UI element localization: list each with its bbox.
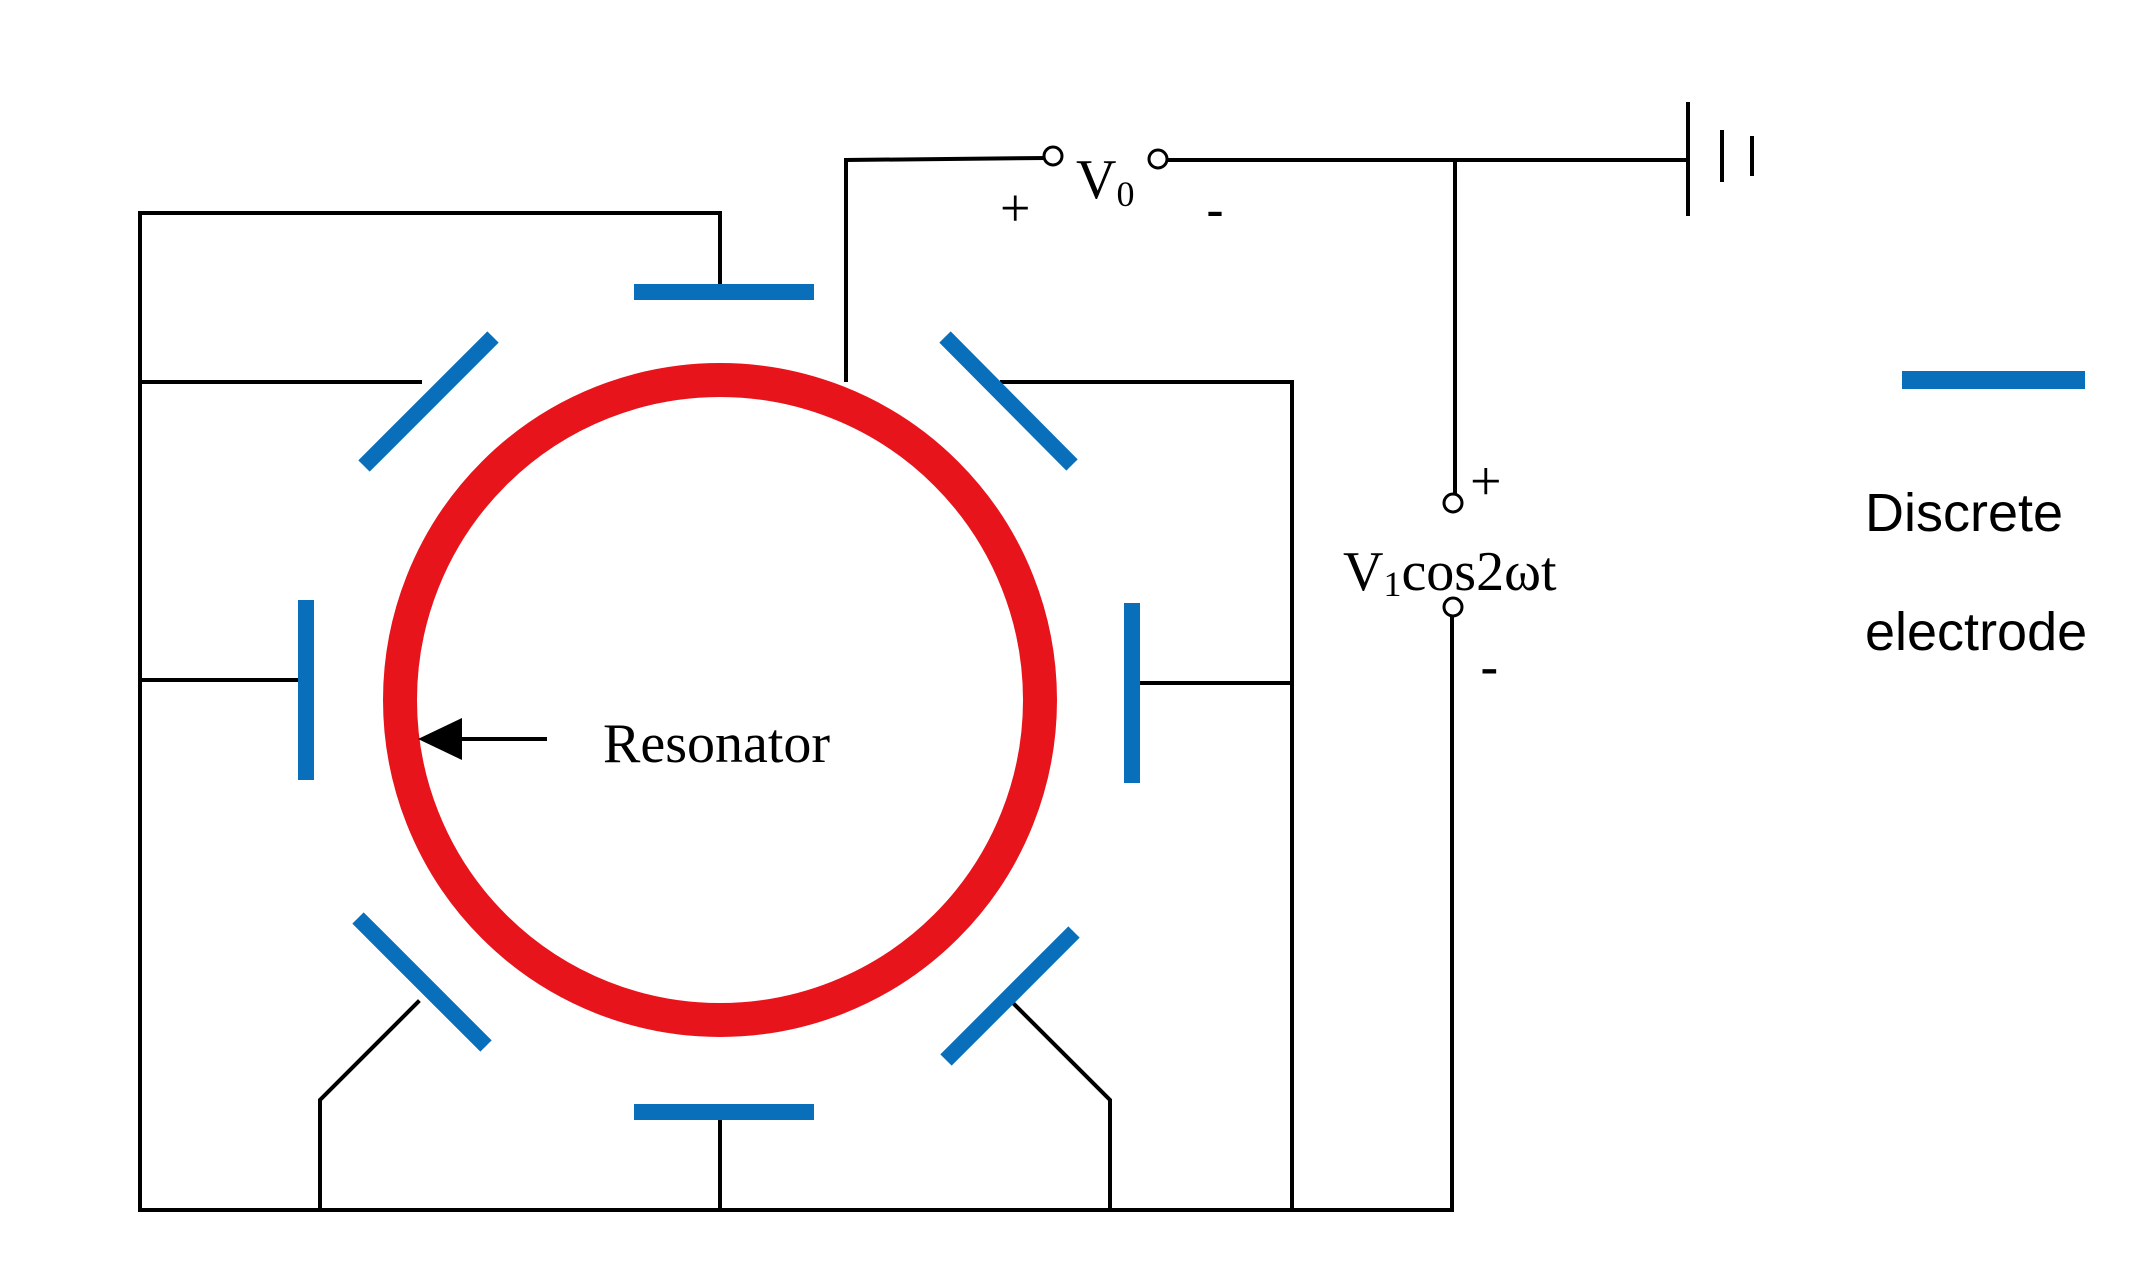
wire-upper-right-electrode — [1000, 380, 1294, 1212]
resonator-label: Resonator — [603, 713, 830, 775]
wire-resonator-to-v0 — [844, 155, 1049, 382]
electrode-lower-left — [352, 912, 492, 1052]
v0-negative-terminal — [1147, 148, 1169, 170]
wire-lower-right-electrode — [1009, 999, 1112, 1212]
v0-label-main: V — [1076, 149, 1116, 211]
resonator-ring — [383, 363, 1057, 1037]
wire-lower-left-electrode — [318, 999, 421, 1212]
v1-label: V1cos2ωt — [1343, 541, 1557, 604]
electrode-upper-right — [939, 331, 1078, 471]
electrode-set — [298, 284, 1140, 1120]
v1-negative-terminal — [1442, 596, 1464, 618]
v0-positive-terminal — [1042, 145, 1064, 167]
legend-label-line1: Discrete — [1865, 483, 2063, 543]
legend: Discrete electrode — [1865, 371, 2087, 662]
electrode-upper-left — [358, 331, 499, 472]
v1-label-rest: cos2ωt — [1401, 541, 1557, 603]
legend-label-line2: electrode — [1865, 602, 2087, 662]
right-wiring — [1000, 380, 1294, 1212]
electrode-lower-right — [940, 926, 1080, 1066]
v0-label: V0 — [1076, 149, 1134, 214]
left-wiring — [138, 211, 1454, 1212]
v0-minus-sign: - — [1206, 180, 1224, 240]
wire-top-electrode — [138, 211, 722, 1212]
v0-plus-sign: + — [1000, 178, 1030, 238]
v0-label-subscript: 0 — [1116, 174, 1134, 214]
v1-plus-sign: + — [1470, 451, 1502, 513]
v1-label-subscript: 1 — [1383, 564, 1401, 604]
arrow-left-icon — [418, 718, 547, 760]
v1-label-main: V — [1343, 541, 1383, 603]
ground-symbol-icon — [1686, 102, 1754, 216]
v1-positive-terminal — [1442, 492, 1464, 514]
v1-minus-sign: - — [1480, 635, 1499, 698]
